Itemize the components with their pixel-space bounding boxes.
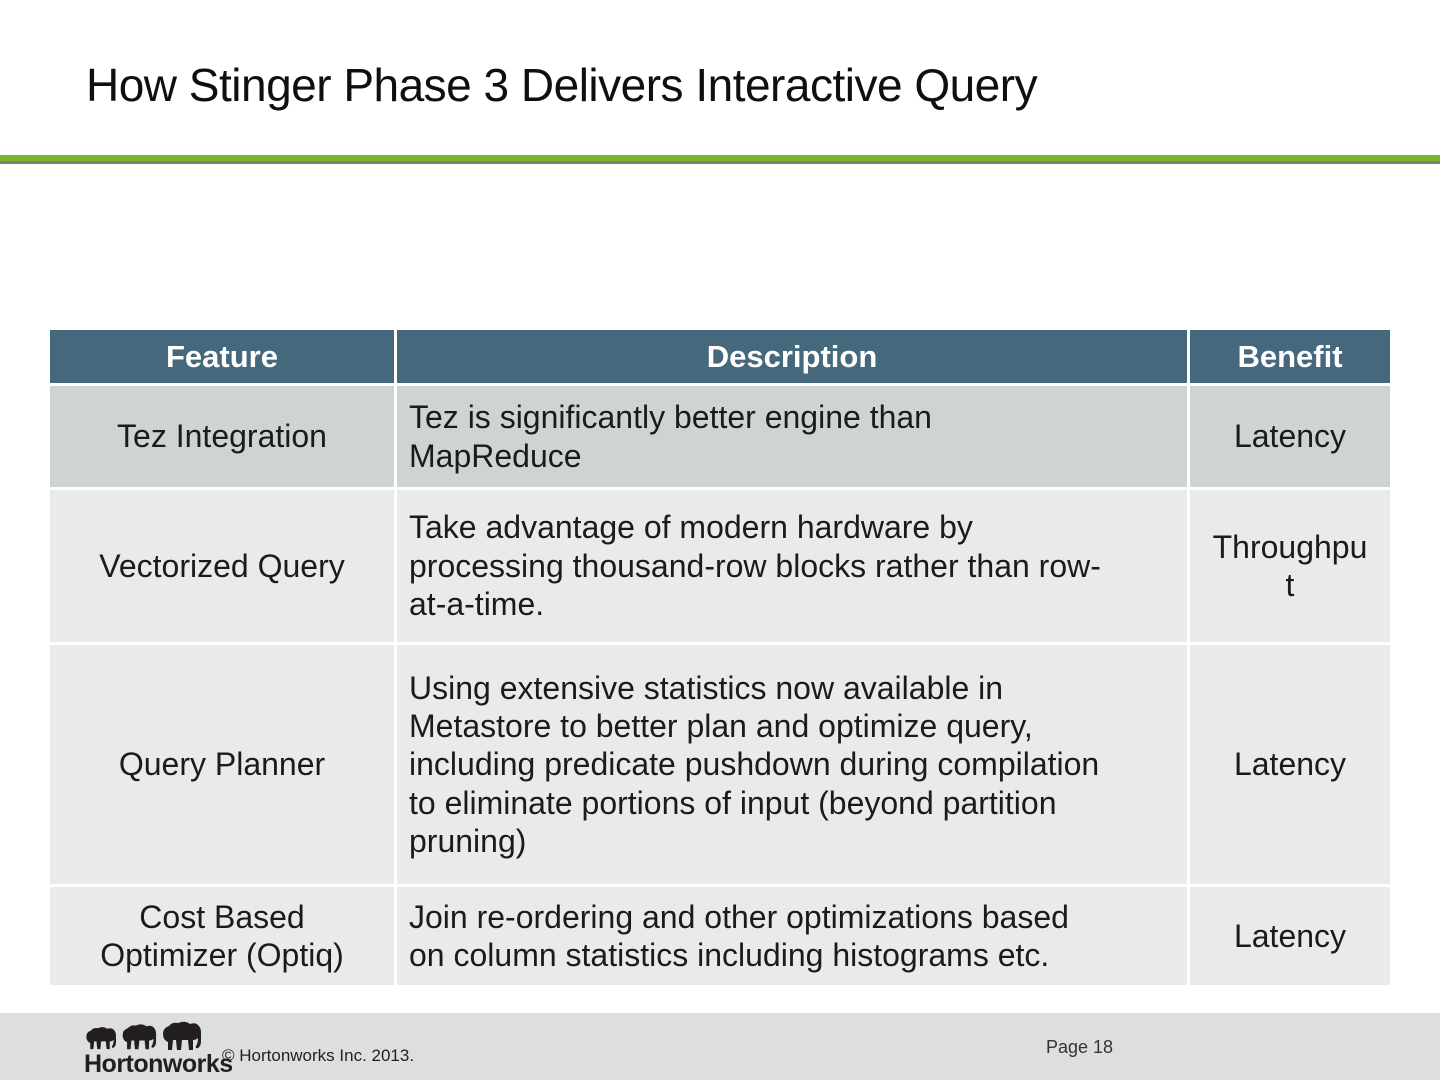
feature-cell: Vectorized Query: [50, 490, 394, 642]
feature-cell: Tez Integration: [50, 386, 394, 487]
gray-divider-line: [0, 161, 1440, 164]
table-header-row: Feature Description Benefit: [50, 330, 1390, 383]
benefit-cell: Throughput: [1190, 490, 1390, 642]
benefit-cell: Latency: [1190, 645, 1390, 884]
table-row: Cost Based Optimizer (Optiq) Join re-ord…: [50, 887, 1390, 985]
copyright-text: © Hortonworks Inc. 2013.: [222, 1046, 415, 1065]
elephants-icon: [84, 1018, 214, 1052]
slide-title: How Stinger Phase 3 Delivers Interactive…: [86, 59, 1038, 111]
column-header-description: Description: [397, 330, 1187, 383]
footer-bar: [0, 1013, 1440, 1080]
description-cell: Join re-ordering and other optimizations…: [397, 887, 1187, 985]
table-row: Vectorized Query Take advantage of moder…: [50, 490, 1390, 642]
column-header-benefit: Benefit: [1190, 330, 1390, 383]
table-row: Query Planner Using extensive statistics…: [50, 645, 1390, 884]
column-header-feature: Feature: [50, 330, 394, 383]
table-row: Tez Integration Tez is significantly bet…: [50, 386, 1390, 487]
description-cell: Using extensive statistics now available…: [397, 645, 1187, 884]
benefit-cell: Latency: [1190, 887, 1390, 985]
feature-cell: Query Planner: [50, 645, 394, 884]
hortonworks-logo: Hortonworks: [84, 1018, 233, 1078]
benefit-cell: Latency: [1190, 386, 1390, 487]
description-cell: Tez is significantly better engine than …: [397, 386, 1187, 487]
feature-table: Feature Description Benefit Tez Integrat…: [47, 327, 1393, 988]
green-divider-line: [0, 155, 1440, 161]
logo-wordmark: Hortonworks: [84, 1050, 233, 1078]
feature-cell: Cost Based Optimizer (Optiq): [50, 887, 394, 985]
page-number: Page 18: [1046, 1037, 1114, 1057]
description-cell: Take advantage of modern hardware by pro…: [397, 490, 1187, 642]
